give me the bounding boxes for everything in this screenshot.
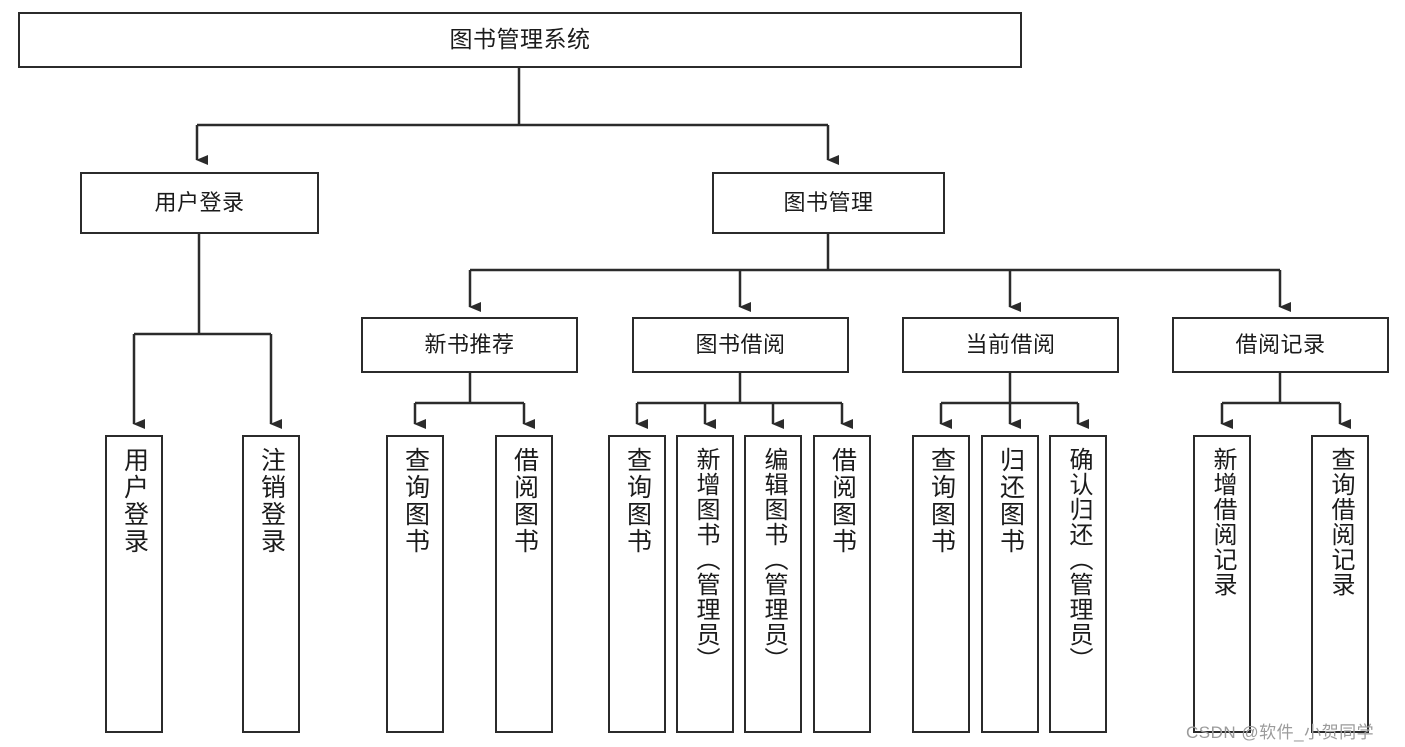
leaf-add-borrow-record[interactable]: 新增借阅记录 <box>1193 435 1251 733</box>
node-label: 图书借阅 <box>695 332 786 358</box>
leaf-user-login[interactable]: 用户登录 <box>105 435 163 733</box>
watermark: CSDN @软件_小贺同学 <box>1186 723 1375 742</box>
node-label: 注销登录 <box>257 447 286 555</box>
node-current-borrowing[interactable]: 当前借阅 <box>902 317 1119 373</box>
node-new-book-recommendation[interactable]: 新书推荐 <box>361 317 578 373</box>
node-label: 新增借阅记录 <box>1209 447 1236 597</box>
node-label: 查询借阅记录 <box>1327 447 1354 597</box>
node-label: 图书管理系统 <box>449 26 591 53</box>
node-label: 编辑图书（管理员） <box>760 447 787 672</box>
node-label: 查询图书 <box>927 447 956 555</box>
node-label: 图书管理 <box>783 190 874 216</box>
node-label: 查询图书 <box>401 447 430 555</box>
leaf-add-book-admin[interactable]: 新增图书（管理员） <box>676 435 734 733</box>
leaf-return-book[interactable]: 归还图书 <box>981 435 1039 733</box>
leaf-confirm-return-admin[interactable]: 确认归还（管理员） <box>1049 435 1107 733</box>
leaf-borrow-book-borrow[interactable]: 借阅图书 <box>813 435 871 733</box>
node-label: 用户登录 <box>120 447 149 555</box>
leaf-query-book-borrow[interactable]: 查询图书 <box>608 435 666 733</box>
node-user-login[interactable]: 用户登录 <box>80 172 319 234</box>
node-label: 借阅记录 <box>1235 332 1326 358</box>
node-label: 用户登录 <box>154 190 245 216</box>
node-label: 借阅图书 <box>828 447 857 555</box>
leaf-borrow-book-new[interactable]: 借阅图书 <box>495 435 553 733</box>
leaf-query-book-new[interactable]: 查询图书 <box>386 435 444 733</box>
leaf-edit-book-admin[interactable]: 编辑图书（管理员） <box>744 435 802 733</box>
leaf-query-borrow-record[interactable]: 查询借阅记录 <box>1311 435 1369 733</box>
node-label: 当前借阅 <box>965 332 1056 358</box>
node-book-borrowing[interactable]: 图书借阅 <box>632 317 849 373</box>
node-borrow-records[interactable]: 借阅记录 <box>1172 317 1389 373</box>
leaf-logout[interactable]: 注销登录 <box>242 435 300 733</box>
node-label: 新增图书（管理员） <box>692 447 719 672</box>
node-label: 新书推荐 <box>424 332 515 358</box>
node-label: 确认归还（管理员） <box>1065 447 1092 672</box>
node-label: 查询图书 <box>623 447 652 555</box>
node-label: 归还图书 <box>996 447 1025 555</box>
leaf-query-book-current[interactable]: 查询图书 <box>912 435 970 733</box>
node-book-management[interactable]: 图书管理 <box>712 172 945 234</box>
node-label: 借阅图书 <box>510 447 539 555</box>
node-root-system[interactable]: 图书管理系统 <box>18 12 1022 68</box>
